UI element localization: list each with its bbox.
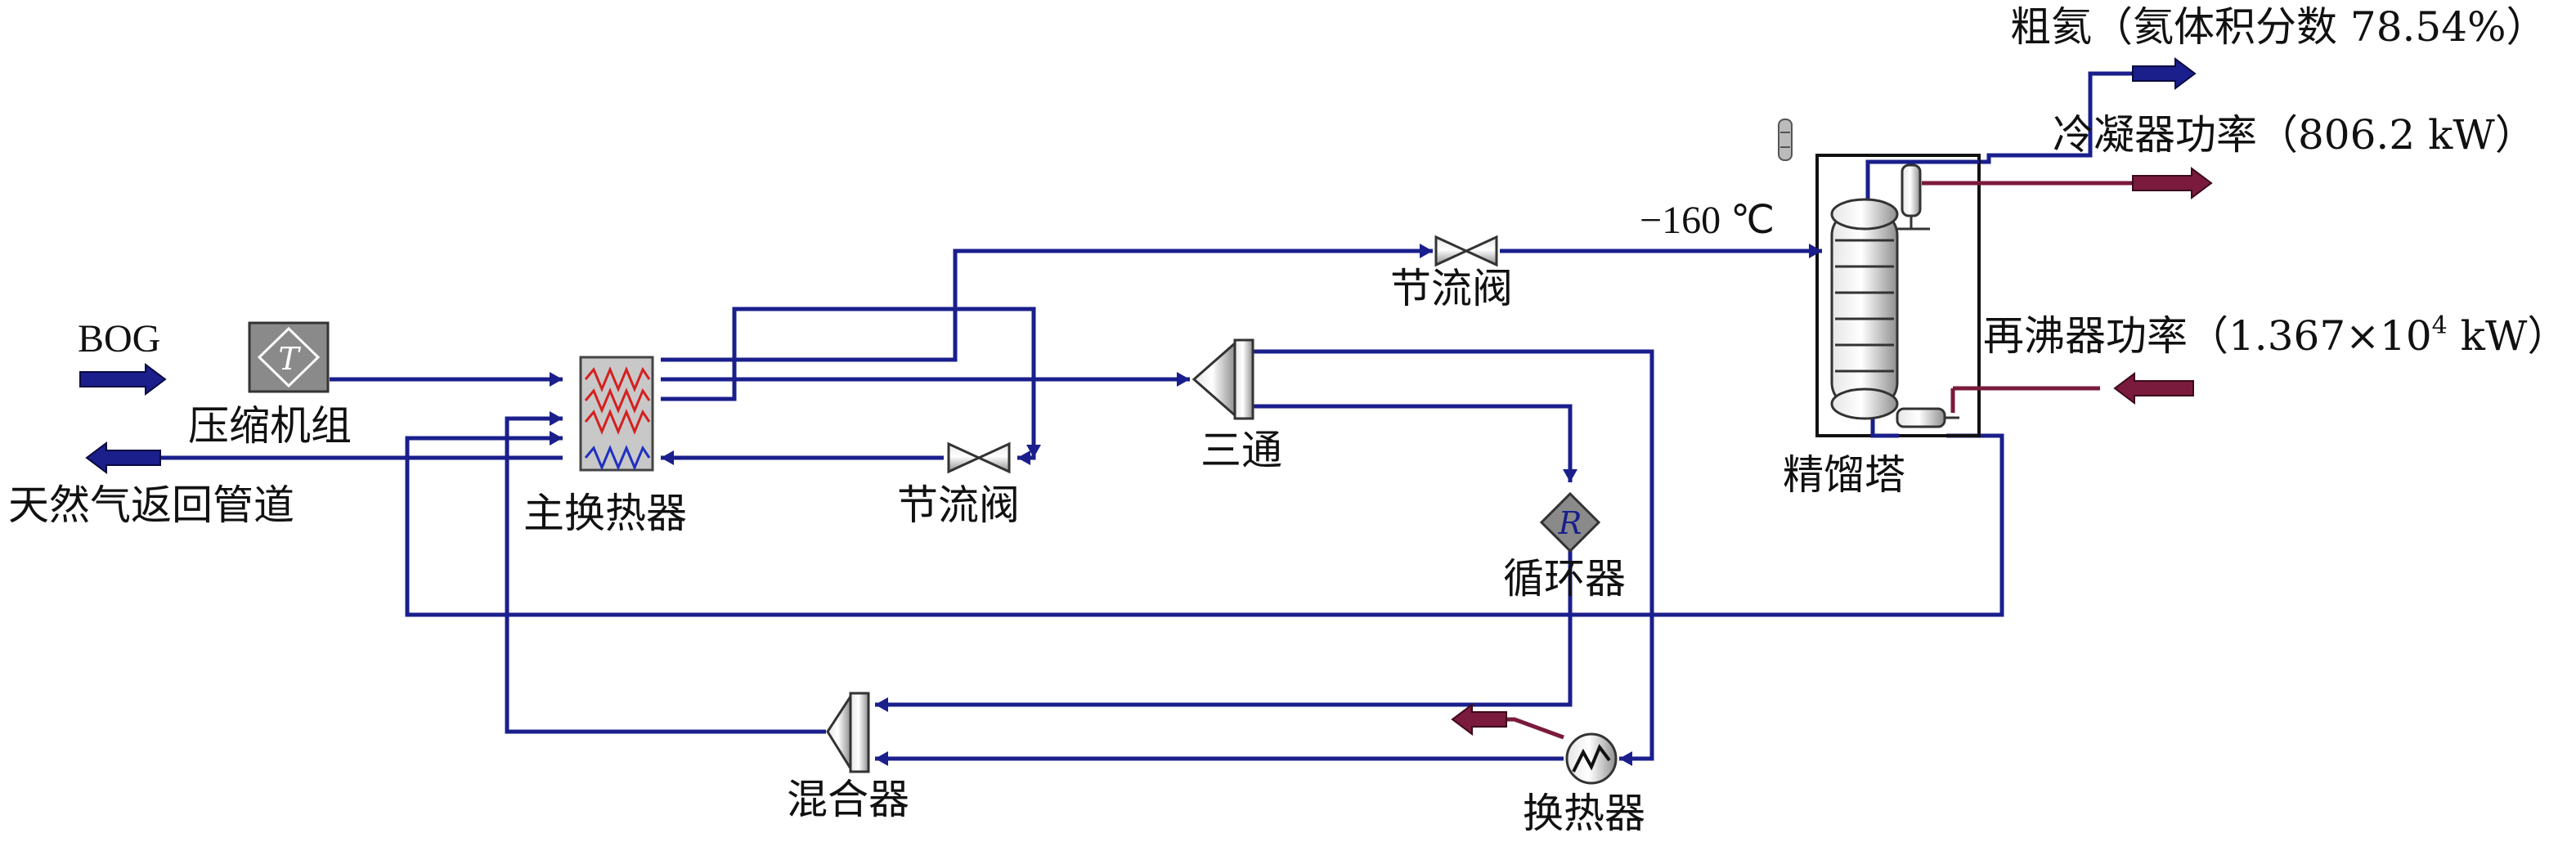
- label-crude-helium: 粗氦（氦体积分数 78.54%）: [2010, 3, 2547, 51]
- feed-arrow-bog: [79, 363, 167, 396]
- stream-indicator-icon: [1778, 119, 1793, 161]
- label-tee: 三通: [1200, 427, 1282, 474]
- label-throttle-valve-lower: 节流阀: [897, 481, 1020, 529]
- mixer: [826, 692, 870, 773]
- product-arrow-crude-helium: [2132, 57, 2197, 90]
- label-heat-exchanger: 换热器: [1523, 790, 1645, 837]
- material-streams: [114, 71, 2134, 761]
- label-reboiler-power-exp: 4: [2432, 311, 2448, 340]
- column-internal-reflux: [1865, 159, 1979, 213]
- energy-arrow-heat-exchanger: [1451, 703, 1507, 736]
- label-bog: BOG: [78, 317, 160, 361]
- label-reboiler-power-suffix: kW）: [2448, 312, 2569, 360]
- label-mixer: 混合器: [787, 776, 909, 823]
- main-heat-exchanger: [579, 356, 654, 472]
- stream-column-bottoms-to-hx: [405, 433, 2004, 617]
- recycle-block: R: [1539, 491, 1601, 553]
- heat-exchanger: [1565, 732, 1618, 785]
- label-return-pipe: 天然气返回管道: [8, 481, 294, 529]
- label-recycle: 循环器: [1503, 555, 1626, 602]
- product-arrow-return-pipe: [85, 441, 161, 474]
- energy-arrow-condenser: [2132, 167, 2213, 199]
- label-column: 精馏塔: [1783, 451, 1905, 499]
- throttle-valve-upper: [1434, 235, 1498, 267]
- stream-tee-to-heat-exchanger: [1251, 349, 1654, 761]
- label-main-hx: 主换热器: [523, 490, 687, 537]
- stream-hx-to-upper-valve: [661, 249, 1433, 362]
- stream-column-overhead: [1979, 71, 2134, 164]
- stream-hx-loop-to-lower-valve: [661, 307, 1036, 460]
- label-temperature: −160 ℃: [1640, 199, 1775, 242]
- stream-mixer-to-hx: [505, 416, 826, 734]
- energy-arrow-reboiler: [2113, 372, 2194, 405]
- stream-tee-to-recycle: [1251, 404, 1573, 482]
- recycle-symbol: R: [1558, 505, 1582, 541]
- label-reboiler-power: 再沸器功率（1.367×104 kW）: [1983, 311, 2568, 360]
- label-condenser-power: 冷凝器功率（806.2 kW）: [2053, 111, 2536, 159]
- compressor-symbol: T: [278, 341, 301, 377]
- distillation-column: [1830, 163, 1959, 428]
- stream-recycle-to-mixer: [875, 549, 1573, 707]
- throttle-valve-lower: [947, 441, 1011, 474]
- tee-splitter: [1192, 338, 1254, 420]
- label-compressor: 压缩机组: [188, 402, 352, 450]
- label-reboiler-power-prefix: 再沸器功率（1.367×10: [1983, 312, 2432, 360]
- label-throttle-valve-upper: 节流阀: [1390, 265, 1513, 312]
- compressor-unit: T: [248, 321, 330, 393]
